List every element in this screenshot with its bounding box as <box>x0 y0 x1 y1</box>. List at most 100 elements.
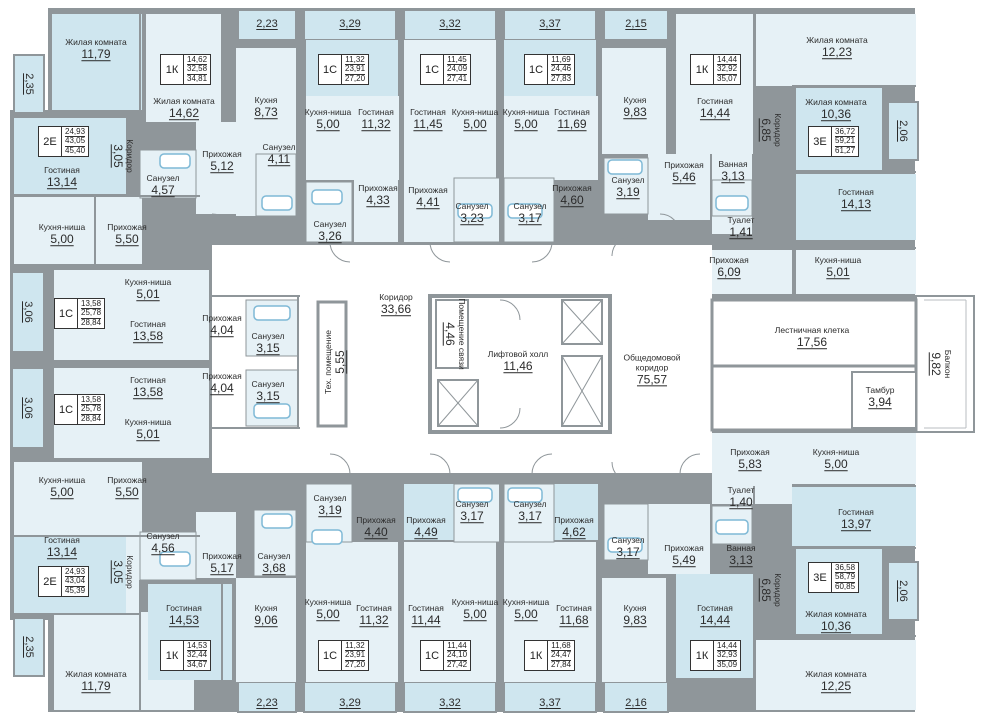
balcony-top-4 <box>503 9 597 41</box>
balcony-left-2 <box>11 271 45 353</box>
balcony-large-right <box>915 295 975 433</box>
balcony-bot-4 <box>503 681 597 713</box>
balcony-top-1 <box>237 9 297 41</box>
balcony-area: 2,35 <box>23 73 35 95</box>
balcony-area: 3,06 <box>22 301 34 323</box>
balcony-area: 2,23 <box>256 697 278 709</box>
balcony-area: 2,35 <box>23 636 35 658</box>
balcony-bot-2 <box>303 681 397 713</box>
balcony-area: 3,29 <box>339 18 361 30</box>
vestibule <box>851 371 917 429</box>
balcony-area: 2,06 <box>897 580 909 602</box>
comm-room <box>435 299 469 369</box>
balcony-area: 3,29 <box>339 697 361 709</box>
balcony-right-1 <box>887 101 919 161</box>
balcony-area: 2,23 <box>256 18 278 30</box>
balcony-area: 2,16 <box>625 697 647 709</box>
balcony-area: 3,37 <box>539 697 561 709</box>
balcony-bot-5 <box>603 681 669 713</box>
balcony-area: 2,15 <box>625 18 647 30</box>
balcony-left-4 <box>13 617 45 677</box>
balcony-area: 3,32 <box>439 18 461 30</box>
balcony-bot-3 <box>403 681 497 713</box>
balcony-area: 3,37 <box>539 18 561 30</box>
balcony-right-2 <box>887 561 919 621</box>
